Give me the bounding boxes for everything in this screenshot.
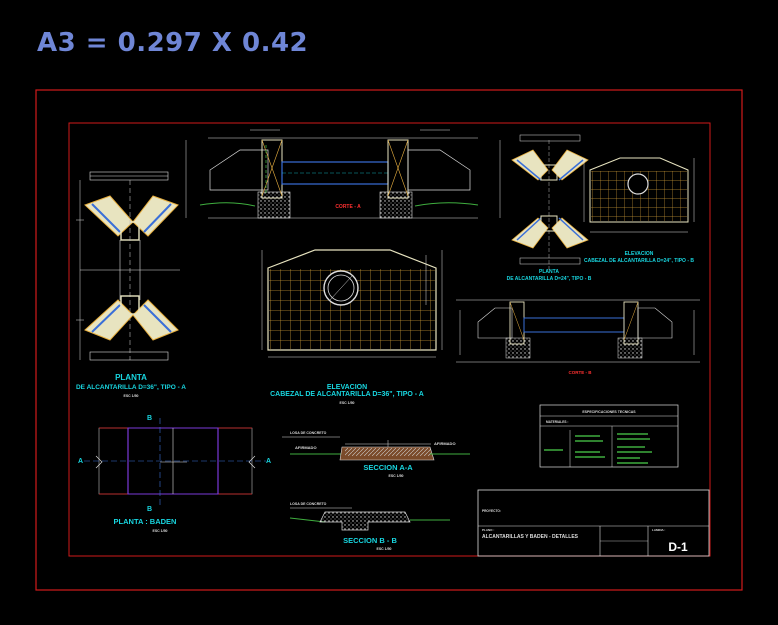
paper-size-header: A3 = 0.297 X 0.42 <box>37 28 309 58</box>
outer-frame <box>35 89 743 591</box>
corte-a-label: CORTE - A <box>335 204 361 210</box>
marker-a-left: A <box>78 458 83 465</box>
planta-title-2: DE ALCANTARILLA D=36", TIPO - A <box>76 384 186 391</box>
marker-a-right: A <box>266 458 271 465</box>
seccion-bb-losa-label: LOSA DE CONCRETO <box>290 502 327 506</box>
corte-b-label: CORTE - B <box>569 370 593 375</box>
seccion-aa-title: SECCION A-A <box>363 463 413 472</box>
planta-baden-title: PLANTA : BADEN <box>114 517 177 526</box>
title-block-plano-title: ALCANTARILLAS Y BADEN - DETALLES <box>482 534 579 540</box>
specs-table <box>539 404 679 468</box>
elevacion-b-title-2: CABEZAL DE ALCANTARILLA D=24", TIPO - B <box>584 258 694 264</box>
seccion-aa-afirmado-left: AFIRMADO <box>295 445 317 450</box>
planta-b-title-2: DE ALCANTARILLA D=24", TIPO - B <box>507 276 592 282</box>
elevacion-title-2: CABEZAL DE ALCANTARILLA D=36", TIPO - A <box>270 391 424 398</box>
planta-scale: ESC 1/50 <box>124 394 139 398</box>
planta-alcantarilla-b <box>511 134 589 270</box>
seccion-aa-losa-label: LOSA DE CONCRETO <box>290 431 327 435</box>
title-block <box>477 489 710 557</box>
planta-baden-scale: ESC 1/50 <box>153 529 168 533</box>
planta-title-1: PLANTA <box>115 373 147 382</box>
elevacion-b-title-1: ELEVACION <box>625 251 654 257</box>
planta-baden <box>84 418 266 505</box>
planta-alcantarilla-a <box>76 171 180 361</box>
marker-b-top: B <box>147 415 152 422</box>
title-block-sheet-id: D-1 <box>668 540 688 554</box>
inner-frame <box>68 122 711 557</box>
seccion-bb <box>289 507 450 531</box>
specs-title: ESPECIFICACIONES TECNICAS <box>582 410 636 414</box>
title-block-lamina-label: LAMINA : <box>652 528 665 532</box>
planta-b-title-1: PLANTA <box>539 269 559 275</box>
elevacion-title-1: ELEVACION <box>327 384 367 391</box>
title-block-plano-label: PLANO : <box>482 528 494 532</box>
seccion-bb-scale: ESC 1/50 <box>377 547 392 551</box>
corte-longitudinal-a <box>185 129 501 219</box>
title-block-proyecto: PROYECTO: <box>482 509 501 513</box>
seccion-aa <box>282 436 470 461</box>
marker-b-bottom: B <box>147 506 152 513</box>
corte-longitudinal-b <box>456 299 700 363</box>
seccion-aa-afirmado-right: AFIRMADO <box>434 441 456 446</box>
seccion-bb-title: SECCION B - B <box>343 536 397 545</box>
elevacion-scale: ESC 1/50 <box>340 401 355 405</box>
elevacion-cabezal-b <box>583 157 695 233</box>
elevacion-cabezal-a <box>261 249 443 358</box>
specs-materiales: MATERIALES : <box>546 420 568 424</box>
seccion-aa-scale: ESC 1/50 <box>389 474 404 478</box>
